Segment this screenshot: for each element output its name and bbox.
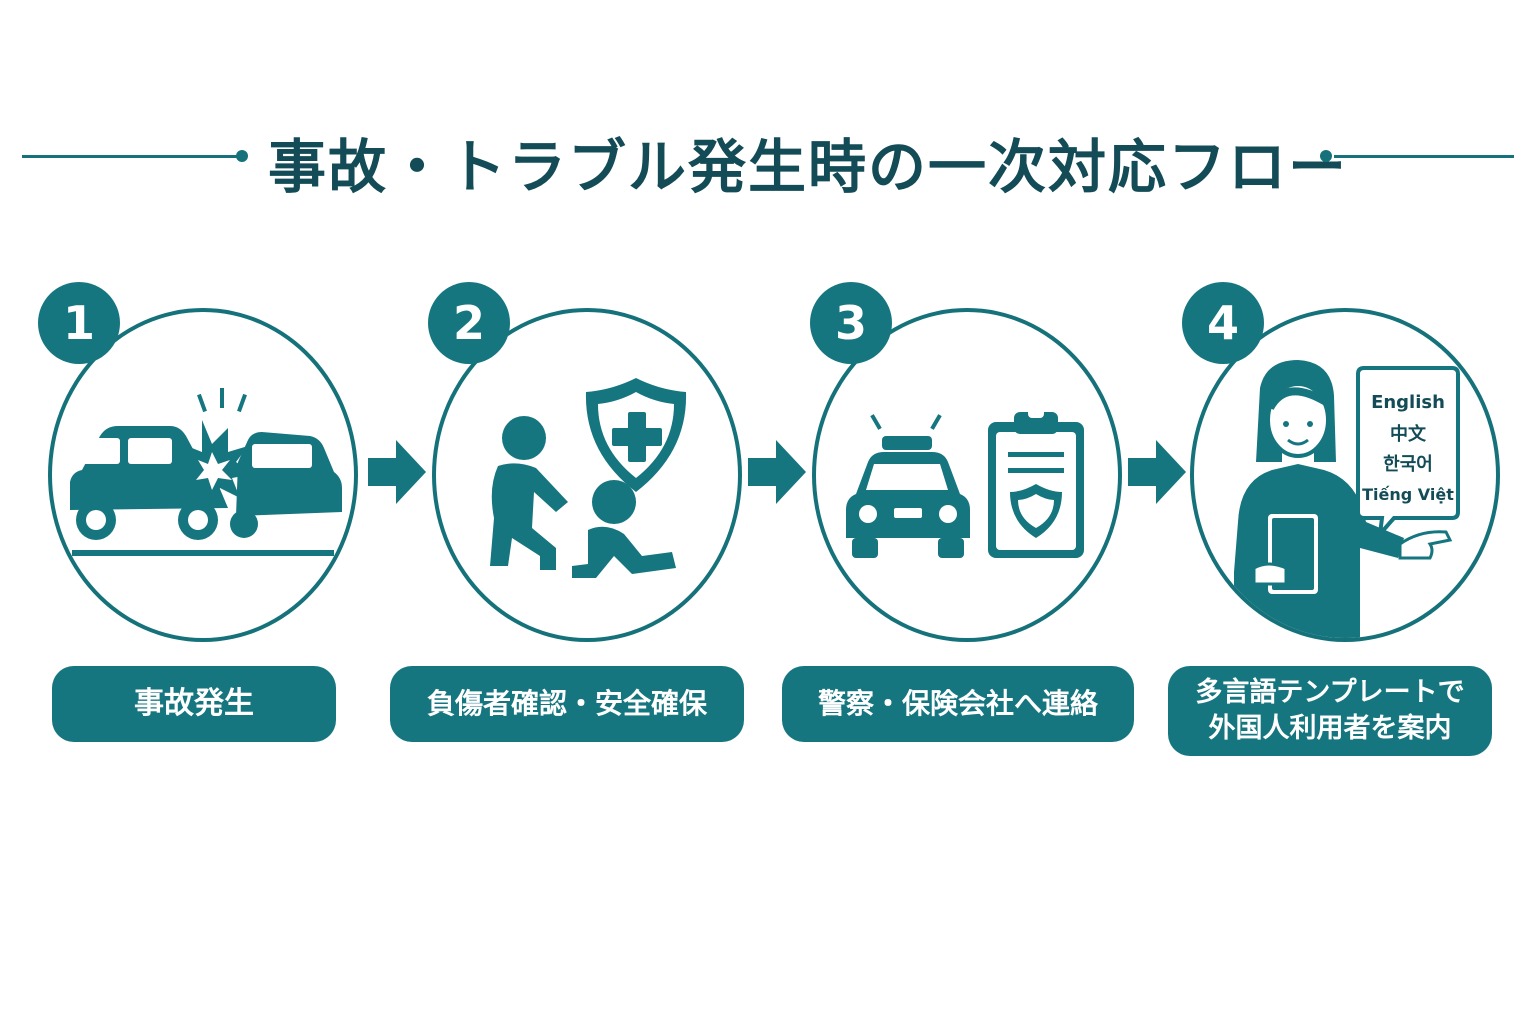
step-3-badge: 3 xyxy=(810,282,892,364)
step-3-circle xyxy=(812,308,1122,642)
title-right-dot xyxy=(1320,150,1332,162)
arrow-right-icon xyxy=(368,440,426,504)
police-car-insurance-icon xyxy=(846,408,1084,558)
first-aid-rescue-icon xyxy=(490,378,687,578)
step-4-label-line2: 外国人利用者を案内 xyxy=(1208,713,1452,744)
step-1-badge: 1 xyxy=(38,282,120,364)
step-1-label: 事故発生 xyxy=(52,666,336,742)
step-3-label: 警察・保険会社へ連絡 xyxy=(782,666,1134,742)
multilingual-guide-icon: English 中文 한국어 Tiếng Việt xyxy=(1234,360,1460,638)
arrow-right-icon xyxy=(748,440,806,504)
step-4-label: 多言語テンプレートで 外国人利用者を案内 xyxy=(1168,666,1492,756)
page-title: 事故・トラブル発生時の一次対応フロー xyxy=(268,133,1349,201)
title-left-dot xyxy=(236,150,248,162)
title-row: 事故・トラブル発生時の一次対応フロー xyxy=(0,112,1536,202)
car-collision-icon xyxy=(70,388,342,556)
step-4-badge: 4 xyxy=(1182,282,1264,364)
title-right-line xyxy=(1334,155,1514,158)
step-1-circle xyxy=(48,308,358,642)
step-4-label-line1: 多言語テンプレートで xyxy=(1195,677,1465,708)
step-3-label-text: 警察・保険会社へ連絡 xyxy=(817,687,1098,720)
language-chinese: 中文 xyxy=(1390,423,1427,445)
step-2-badge: 2 xyxy=(428,282,510,364)
step-4-circle: English 中文 한국어 Tiếng Việt xyxy=(1190,308,1500,642)
step-2-label: 負傷者確認・安全確保 xyxy=(390,666,744,742)
step-1-label-text: 事故発生 xyxy=(134,686,254,721)
arrow-right-icon xyxy=(1128,440,1186,504)
title-left-line xyxy=(22,155,240,158)
language-english: English xyxy=(1371,392,1445,413)
step-2-circle xyxy=(432,308,742,642)
language-vietnamese: Tiếng Việt xyxy=(1362,485,1454,504)
language-korean: 한국어 xyxy=(1383,454,1433,475)
step-2-label-text: 負傷者確認・安全確保 xyxy=(426,687,707,720)
